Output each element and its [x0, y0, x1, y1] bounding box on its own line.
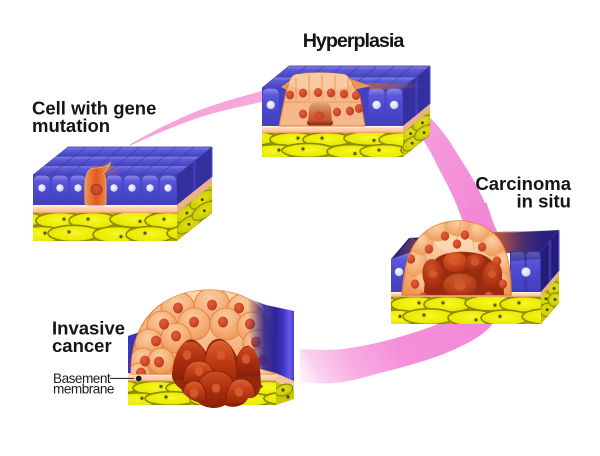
svg-text:membrane: membrane: [53, 382, 114, 397]
svg-text:Hyperplasia: Hyperplasia: [303, 30, 406, 52]
svg-text:mutation: mutation: [32, 115, 110, 136]
svg-text:in situ: in situ: [517, 191, 571, 212]
svg-text:cancer: cancer: [52, 335, 112, 356]
